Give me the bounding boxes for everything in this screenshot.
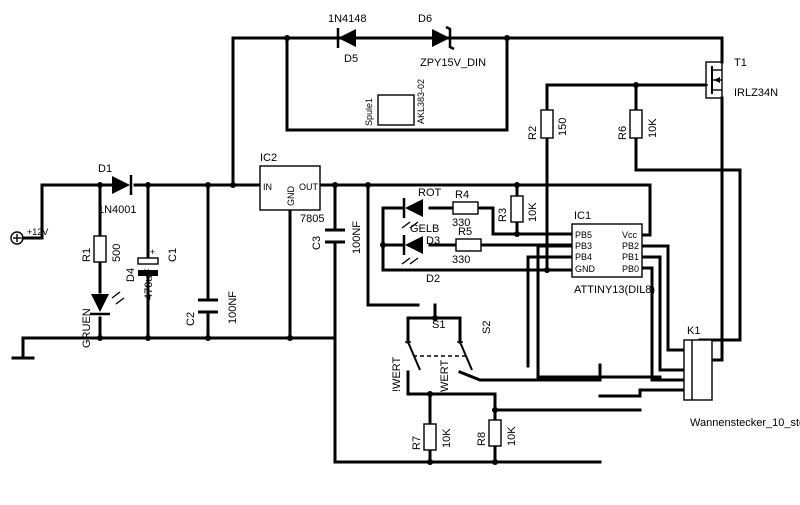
r5-ref-label: R5 [458,226,472,238]
microcontroller-ic1 [571,223,643,278]
d3-ref-label: D3 [426,235,440,247]
resistor-r5 [455,238,482,252]
led-d4 [90,291,125,316]
pin-vcc-label: Vcc [622,230,638,240]
ic2-ref-label: IC2 [260,152,277,164]
relay-type-label: AKL383-02 [416,79,426,124]
relay-coil-label: Spule1 [364,98,374,126]
d1-ref-label: D1 [98,163,112,175]
ic2-type-label: 7805 [300,213,324,225]
t1-ref-label: T1 [734,57,747,69]
capacitor-c1: + [137,247,159,276]
resistor-r6 [629,109,643,139]
resistor-r4 [452,201,479,215]
led-gelb [401,235,423,265]
c3-value-label: 100NF [351,221,363,254]
pin-gnd-label: GND [575,264,596,274]
ic1-type-label: ATTINY13(DIL8) [574,284,655,296]
pin-pb5-label: PB5 [575,230,592,240]
diode-d5 [336,28,356,48]
led-rot-label: ROT [418,187,442,199]
d4-ref-label: D4 [125,268,137,282]
s1-ref-label: S1 [432,319,445,331]
r6-ref-label: R6 [617,126,629,140]
r7-ref-label: R7 [411,436,423,450]
r1-ref-label: R1 [81,248,93,262]
led-gelb-label: GELB [410,223,439,235]
r7-value-label: 10K [441,428,453,448]
s2-value-label: WERT [439,360,451,392]
zener-d6 [432,25,455,51]
mosfet-t1 [704,61,723,99]
wires [21,36,742,464]
led-rot [401,198,423,229]
c2-value-label: 100NF [227,291,239,324]
resistor-r3 [510,195,524,223]
r3-ref-label: R3 [497,208,509,222]
d5-type-label: 1N4148 [328,13,367,25]
pin-pb1-label: PB1 [622,252,639,262]
k1-type-label: Wannenstecker_10_ste [690,417,800,429]
r4-ref-label: R4 [455,189,469,201]
svg-text:+: + [150,247,155,257]
c1-value-label: 470uF [143,269,155,300]
r6-value-label: 10K [647,118,659,138]
ic2-gnd-label: GND [286,186,296,207]
capacitor-c2 [198,298,218,314]
r4-value-label: 330 [452,217,470,229]
resistor-r1 [93,235,107,263]
junctions [97,35,639,465]
r5-value-label: 330 [452,254,470,266]
t1-type-label: IRLZ34N [734,87,778,99]
s1-value-label: !WERT [391,356,403,392]
d6-type-label: ZPY15V_DIN [420,57,486,69]
connector-k1 [683,339,713,401]
c3-ref-label: C3 [311,236,323,250]
r8-value-label: 10K [506,426,518,446]
capacitor-c3 [325,228,345,244]
supply-label: +12V [27,227,48,237]
d1-type-label: 1N4001 [98,204,137,216]
pin-pb2-label: PB2 [622,241,639,251]
resistor-r7 [423,423,437,451]
relay-coil [377,94,415,126]
r8-ref-label: R8 [476,432,488,446]
r2-ref-label: R2 [527,126,539,140]
r2-value-label: 150 [557,118,569,136]
pin-pb0-label: PB0 [622,264,639,274]
d5-ref-label: D5 [344,53,358,65]
supply-terminal-icon [10,231,24,245]
ic2-in-label: IN [263,182,272,192]
d6-ref-label: D6 [418,13,432,25]
switch-s1 [405,341,421,371]
c1-ref-label: C1 [167,248,179,262]
d4-color-label: GRUEN [81,308,93,348]
regulator-ic2 [259,165,321,211]
ic2-out-label: OUT [299,182,319,192]
pin-pb4-label: PB4 [575,252,592,262]
d2-ref-label: D2 [426,273,440,285]
diode-d1 [112,175,133,195]
pin-pb3-label: PB3 [575,241,592,251]
ic1-ref-label: IC1 [574,210,591,222]
r3-value-label: 10K [527,202,539,222]
c2-ref-label: C2 [185,312,197,326]
k1-ref-label: K1 [687,325,700,337]
resistor-r8 [488,419,502,447]
s2-ref-label: S2 [481,321,493,334]
switch-s2 [413,341,473,371]
r1-value-label: 500 [111,244,123,262]
resistor-r2 [540,109,554,139]
